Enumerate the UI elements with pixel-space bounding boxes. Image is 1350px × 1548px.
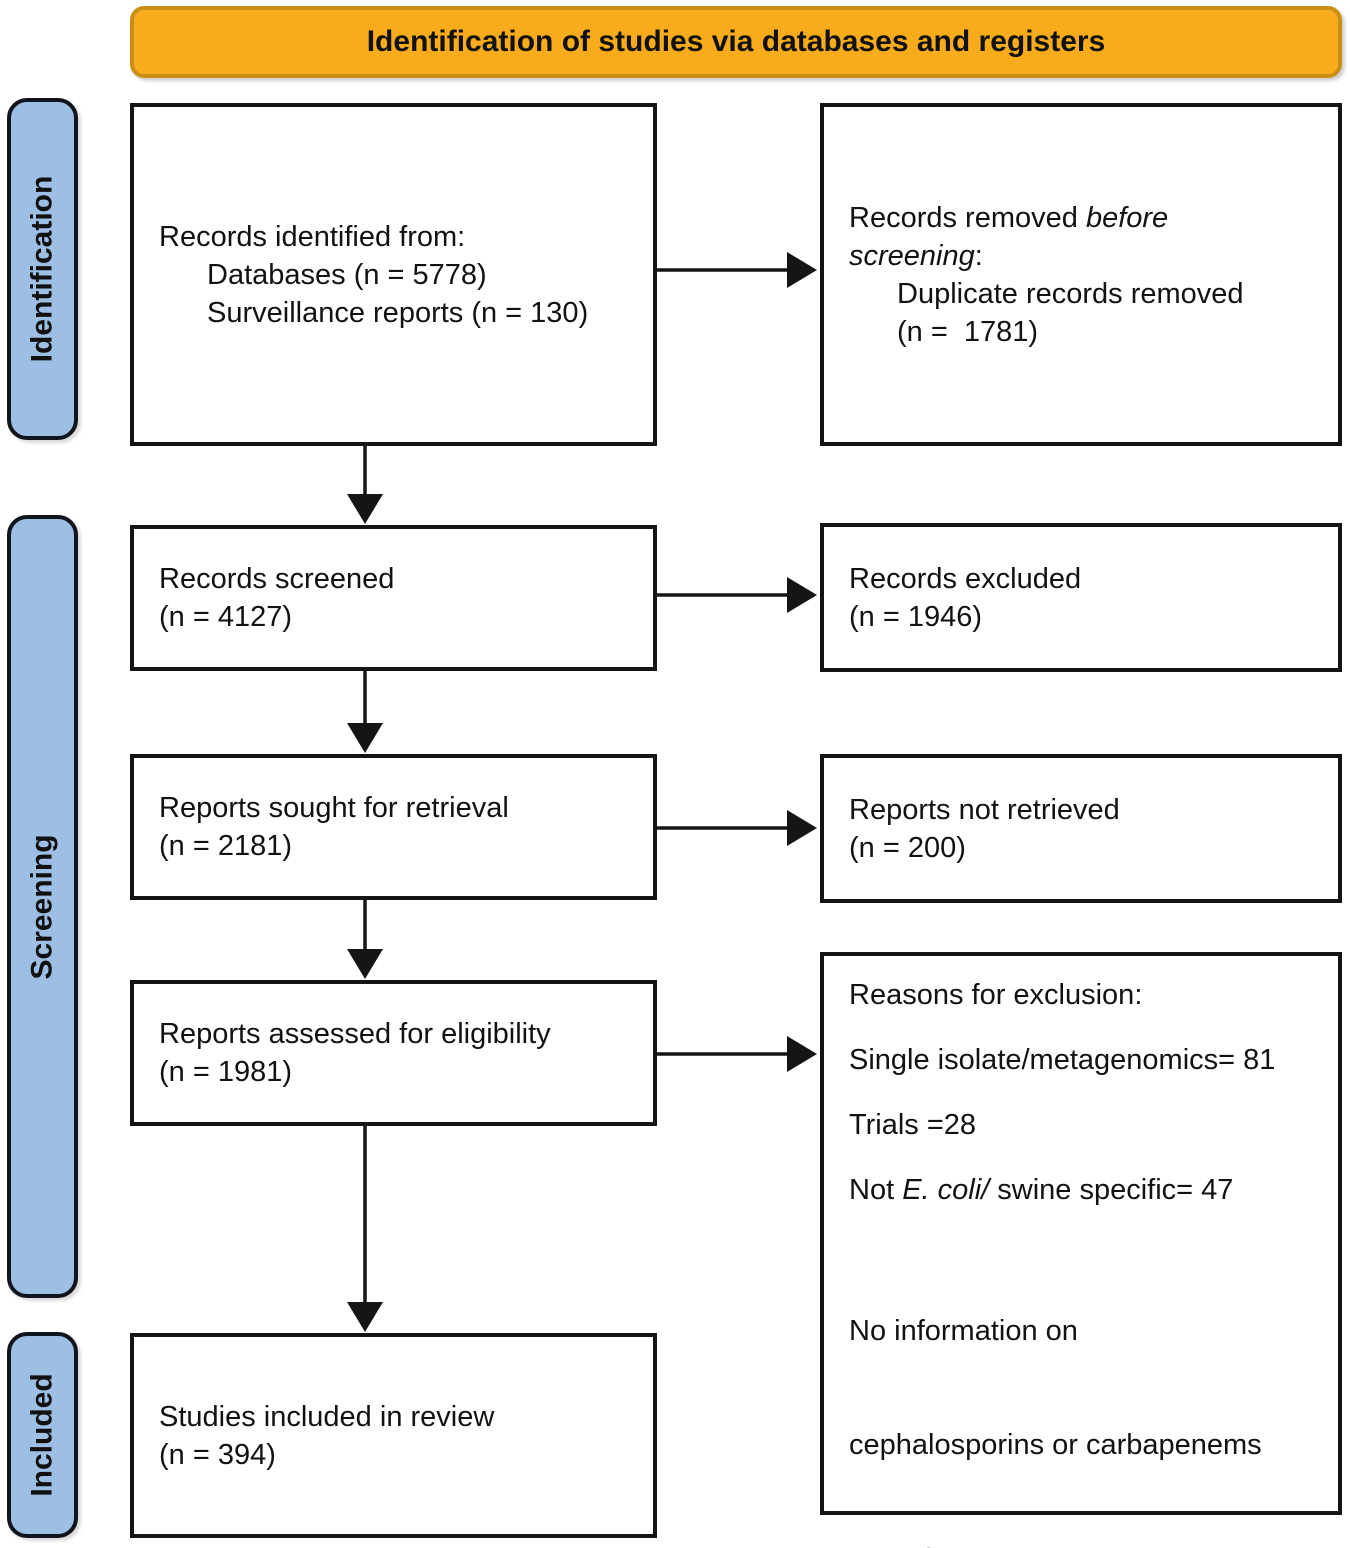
- box-reports-not-retrieved: Reports not retrieved (n = 200): [820, 754, 1342, 903]
- records-identified-line3: Surveillance reports (n = 130): [207, 296, 589, 329]
- arrow-assessed-to-included: [347, 1126, 383, 1332]
- reports-sought-line1: Reports sought for retrieval: [159, 792, 509, 824]
- records-screened-line2: (n = 4127): [159, 601, 293, 633]
- box-records-removed: Records removed before screening: Duplic…: [820, 103, 1342, 446]
- box-records-screened: Records screened (n = 4127): [130, 525, 657, 671]
- arrow-assessed-to-reasons: [657, 1036, 817, 1072]
- records-removed-line3: Duplicate records removed: [897, 277, 1244, 310]
- records-removed-line2: screening:: [849, 239, 983, 272]
- studies-included-line1: Studies included in review: [159, 1400, 495, 1433]
- reports-sought-line2: (n = 2181): [159, 830, 293, 862]
- reason-trials: Trials =28: [849, 1109, 977, 1141]
- box-reports-sought: Reports sought for retrieval (n = 2181): [130, 754, 657, 900]
- arrow-identified-to-screened: [347, 446, 383, 524]
- arrow-identified-to-removed: [657, 252, 817, 288]
- reasons-title: Reasons for exclusion:: [849, 979, 1143, 1011]
- reports-not-retrieved-line1: Reports not retrieved: [849, 793, 1120, 826]
- records-screened-line1: Records screened: [159, 563, 395, 595]
- box-reports-assessed: Reports assessed for eligibility (n = 19…: [130, 980, 657, 1126]
- stage-label-screening-text: Screening: [25, 833, 59, 980]
- stage-label-included: Included: [7, 1332, 78, 1538]
- records-removed-line4: (n = 1781): [897, 315, 1039, 348]
- records-removed-line1: Records removed before: [849, 201, 1169, 234]
- reports-not-retrieved-line2: (n = 200): [849, 831, 966, 864]
- studies-included-line2: (n = 394): [159, 1438, 276, 1471]
- diagram-title: Identification of studies via databases …: [366, 25, 1106, 58]
- stage-label-identification: Identification: [7, 98, 78, 440]
- records-excluded-line2: (n = 1946): [849, 600, 983, 633]
- box-records-identified: Records identified from: Databases (n = …: [130, 103, 657, 446]
- box-studies-included: Studies included in review (n = 394): [130, 1333, 657, 1538]
- arrow-screened-to-excluded: [657, 577, 817, 613]
- arrow-screened-to-sought: [347, 671, 383, 753]
- records-identified-line1: Records identified from:: [159, 220, 466, 253]
- reason-single-isolate: Single isolate/metagenomics= 81: [849, 1044, 1276, 1076]
- stage-label-included-text: Included: [25, 1373, 59, 1497]
- reason-no-information: No information on cephalosporins or carb…: [849, 1315, 1262, 1548]
- reports-assessed-line1: Reports assessed for eligibility: [159, 1018, 551, 1050]
- arrow-sought-to-assessed: [347, 900, 383, 979]
- box-reasons-for-exclusion: Reasons for exclusion: Single isolate/me…: [820, 952, 1342, 1548]
- reason-not-ecoli: Not E. coli/ swine specific= 47: [849, 1174, 1234, 1206]
- records-identified-line2: Databases (n = 5778): [207, 258, 487, 291]
- box-records-excluded: Records excluded (n = 1946): [820, 523, 1342, 672]
- records-excluded-line1: Records excluded: [849, 562, 1082, 595]
- reports-assessed-line2: (n = 1981): [159, 1056, 293, 1088]
- stage-label-screening: Screening: [7, 515, 78, 1298]
- arrow-sought-to-not-retrieved: [657, 810, 817, 846]
- diagram-title-banner: Identification of studies via databases …: [130, 6, 1342, 78]
- stage-label-identification-text: Identification: [25, 175, 59, 363]
